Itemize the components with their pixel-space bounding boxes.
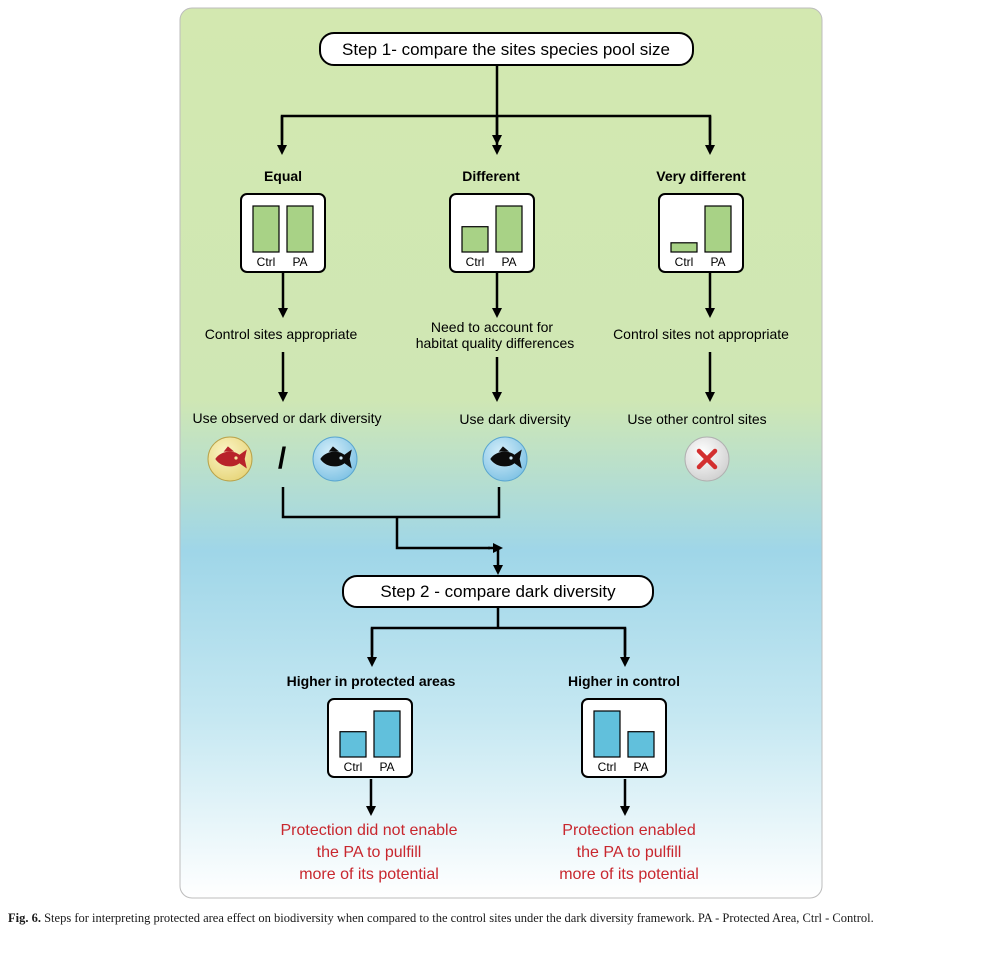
step1-connectors bbox=[277, 63, 715, 575]
dark-diversity-fish-icon bbox=[312, 436, 358, 482]
step2-box: Step 2 - compare dark diversity bbox=[342, 575, 654, 608]
branch-different: Different Ctrl PA Need to account for hab… bbox=[416, 168, 575, 427]
bar-chart-box: Ctrl PA bbox=[581, 698, 667, 778]
observed-diversity-fish-icon bbox=[207, 436, 253, 482]
branch-heading: Higher in protected areas bbox=[287, 673, 456, 689]
branch-outcome-line-2: habitat quality differences bbox=[416, 335, 575, 351]
branch-heading: Equal bbox=[264, 168, 302, 184]
step1-box: Step 1- compare the sites species pool s… bbox=[319, 32, 694, 66]
branch-outcome-line-1: Need to account for bbox=[431, 319, 554, 335]
result-line-3: more of its potential bbox=[299, 866, 439, 883]
ctrl-bar bbox=[339, 731, 367, 758]
step2-connectors bbox=[366, 607, 630, 816]
figure-label: Fig. 6. bbox=[8, 911, 41, 925]
step2-label: Step 2 - compare dark diversity bbox=[380, 582, 616, 601]
bar-chart-box: Ctrl PA bbox=[327, 698, 413, 778]
branch-higher-in-control: Higher in control Ctrl PA Protection enab… bbox=[559, 673, 699, 883]
pa-bar bbox=[286, 205, 314, 253]
pa-bar bbox=[373, 710, 401, 758]
branch-outcome: Control sites not appropriate bbox=[613, 326, 789, 342]
result-line-1: Protection did not enable bbox=[280, 822, 457, 839]
figure-caption: Fig. 6. Steps for interpreting protected… bbox=[8, 909, 992, 927]
branch-equal: Equal Ctrl PA Control sites appropriate U… bbox=[192, 168, 381, 426]
result-line-1: Protection enabled bbox=[562, 822, 695, 839]
branch-outcome: Control sites appropriate bbox=[205, 326, 358, 342]
ctrl-bar bbox=[670, 242, 698, 253]
branch-very-different: Very different Ctrl PA Control sites not … bbox=[613, 168, 789, 427]
ctrl-label: Ctrl bbox=[598, 760, 617, 774]
pa-bar bbox=[627, 731, 655, 758]
branch-heading: Different bbox=[462, 168, 520, 184]
cross-icon bbox=[684, 436, 730, 482]
ctrl-label: Ctrl bbox=[344, 760, 363, 774]
pa-label: PA bbox=[710, 255, 725, 269]
pa-label: PA bbox=[633, 760, 648, 774]
pa-bar bbox=[704, 205, 732, 253]
branch-heading: Very different bbox=[656, 168, 746, 184]
step1-label: Step 1- compare the sites species pool s… bbox=[342, 40, 670, 59]
result-line-2: the PA to pulfill bbox=[317, 844, 422, 861]
ctrl-bar bbox=[252, 205, 280, 253]
pa-label: PA bbox=[501, 255, 516, 269]
branch-action: Use dark diversity bbox=[459, 411, 570, 427]
flowchart: Step 1- compare the sites species pool s… bbox=[179, 7, 823, 899]
pa-label: PA bbox=[379, 760, 394, 774]
branch-action: Use observed or dark diversity bbox=[192, 410, 381, 426]
bar-chart-box: Ctrl PA bbox=[658, 193, 744, 273]
separator-slash: / bbox=[278, 442, 287, 475]
ctrl-label: Ctrl bbox=[466, 255, 485, 269]
ctrl-label: Ctrl bbox=[257, 255, 276, 269]
pa-label: PA bbox=[292, 255, 307, 269]
ctrl-label: Ctrl bbox=[675, 255, 694, 269]
branch-heading: Higher in control bbox=[568, 673, 680, 689]
bar-chart-box: Ctrl PA bbox=[240, 193, 326, 273]
result-line-3: more of its potential bbox=[559, 866, 699, 883]
ctrl-bar bbox=[593, 710, 621, 758]
pa-bar bbox=[495, 205, 523, 253]
ctrl-bar bbox=[461, 226, 489, 253]
figure-caption-text: Steps for interpreting protected area ef… bbox=[44, 911, 874, 925]
bar-chart-box: Ctrl PA bbox=[449, 193, 535, 273]
branch-action: Use other control sites bbox=[627, 411, 766, 427]
result-line-2: the PA to pulfill bbox=[577, 844, 682, 861]
branch-higher-in-protected-areas: Higher in protected areas Ctrl PA Protect… bbox=[280, 673, 457, 883]
dark-diversity-fish-icon bbox=[482, 436, 528, 482]
